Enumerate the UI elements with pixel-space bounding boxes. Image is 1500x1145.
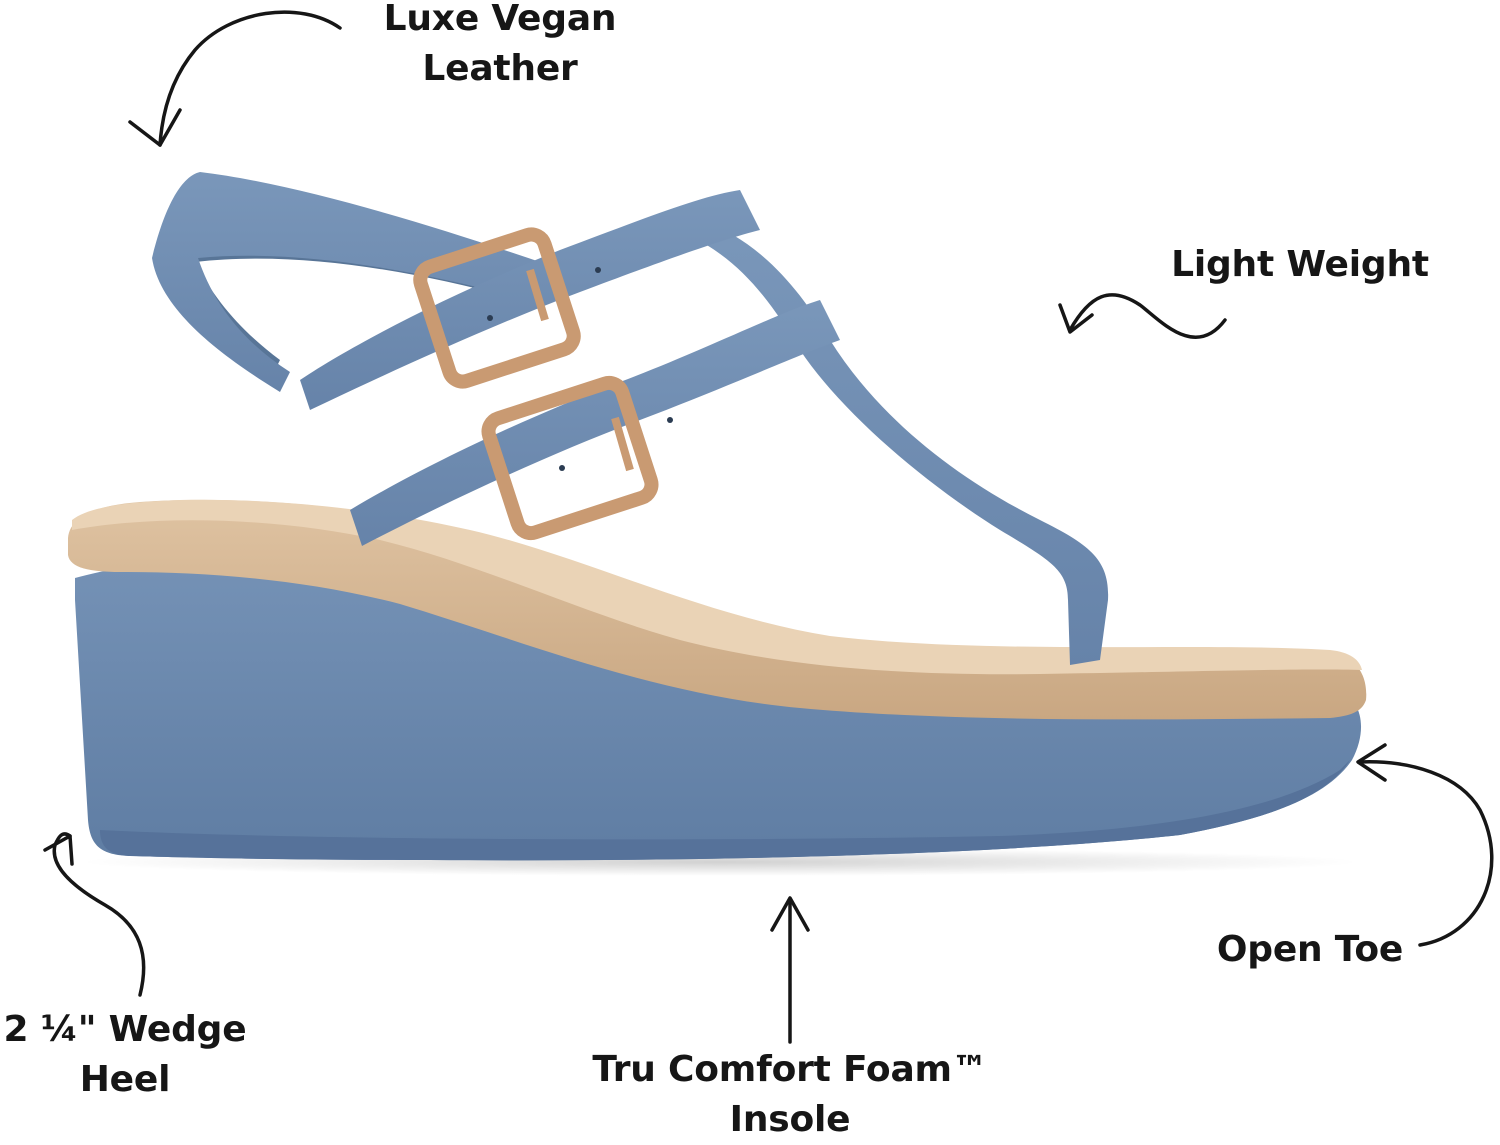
callout-wedge-heel: 2 ¼" Wedge Heel bbox=[0, 1005, 255, 1105]
callout-wedge-line2: Heel bbox=[79, 1059, 171, 1100]
wedge-sole-edge bbox=[100, 760, 1350, 861]
heel-strap bbox=[152, 172, 545, 392]
callout-light-weight: Light Weight bbox=[1160, 240, 1440, 290]
lower-buckle-icon bbox=[481, 375, 659, 541]
arrow-leather-icon bbox=[158, 10, 342, 147]
upper-buckle-icon bbox=[413, 227, 581, 389]
upper-ankle-strap bbox=[300, 190, 760, 410]
arrow-weight-icon bbox=[1068, 293, 1227, 339]
callout-leather-line1: Luxe Vegan bbox=[383, 0, 617, 39]
callout-weight-line1: Light Weight bbox=[1171, 244, 1429, 285]
footbed-top bbox=[72, 499, 1362, 675]
wedge-sole bbox=[75, 555, 1362, 861]
callout-foam-line1: Tru Comfort Foam™ bbox=[592, 1049, 988, 1090]
arrow-wedge-icon bbox=[52, 832, 146, 997]
callout-leather-line2: Leather bbox=[422, 48, 578, 89]
callout-foam-line2: Insole bbox=[729, 1099, 851, 1140]
lower-ankle-strap bbox=[350, 300, 840, 546]
callout-comfort-foam-insole: Tru Comfort Foam™ Insole bbox=[560, 1045, 1020, 1145]
callout-toe-line1: Open Toe bbox=[1216, 929, 1404, 970]
callout-luxe-vegan-leather: Luxe Vegan Leather bbox=[360, 0, 640, 94]
callout-wedge-line1: 2 ¼" Wedge bbox=[3, 1009, 247, 1050]
thong-strap bbox=[690, 220, 1109, 665]
arrow-toe-icon bbox=[1358, 760, 1494, 947]
callout-open-toe: Open Toe bbox=[1195, 925, 1425, 975]
